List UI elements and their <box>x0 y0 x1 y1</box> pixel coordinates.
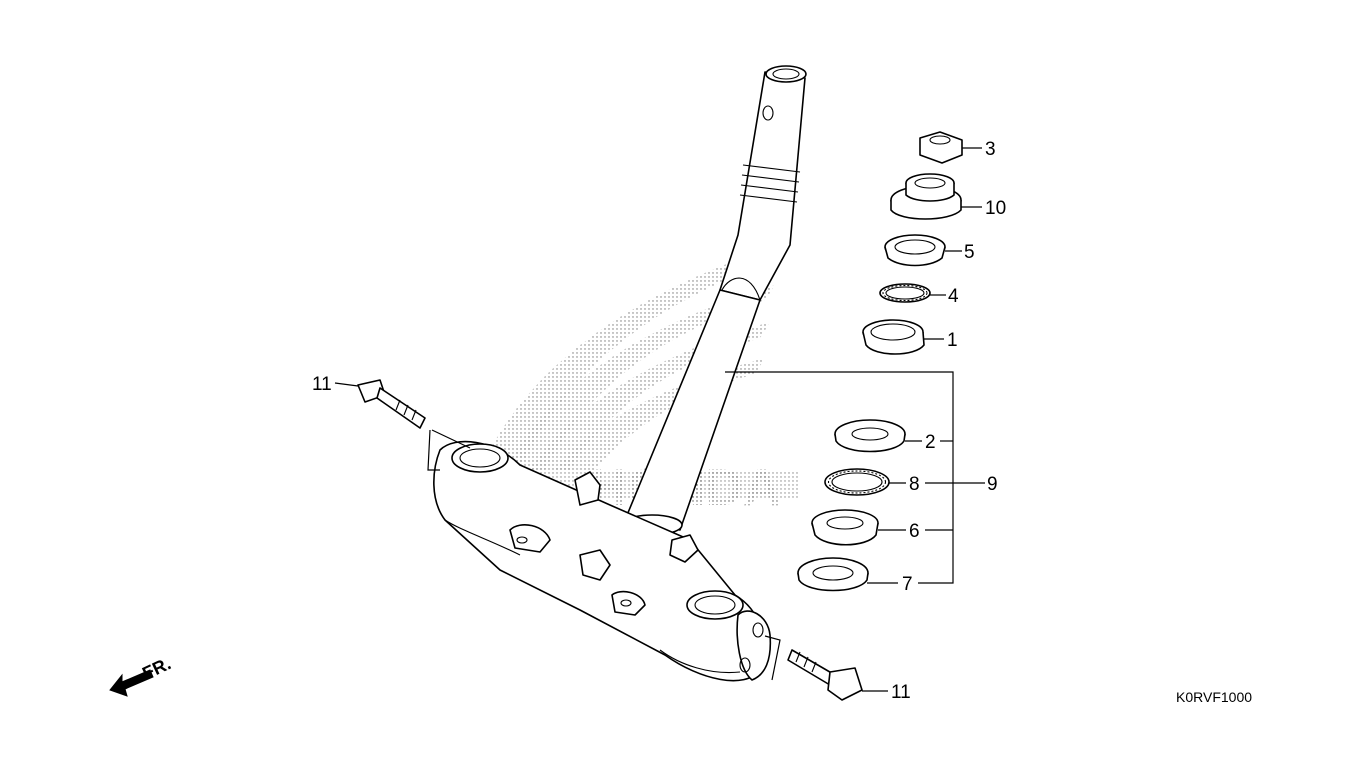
bearing-4 <box>879 283 931 303</box>
callout-6: 6 <box>909 521 920 542</box>
bearing-8 <box>824 468 890 496</box>
callout-1: 1 <box>947 330 958 351</box>
adjusting-nut <box>890 173 962 220</box>
callout-4: 4 <box>948 286 959 307</box>
bolt-lower-right <box>787 649 863 701</box>
callout-8: 8 <box>909 474 920 495</box>
callout-3: 3 <box>985 139 996 160</box>
race-6 <box>811 509 879 546</box>
callout-5: 5 <box>964 242 975 263</box>
lock-nut <box>919 131 963 164</box>
callout-11-upper: 11 <box>312 374 332 395</box>
callout-10: 10 <box>985 198 1006 219</box>
dust-seal-7 <box>797 557 869 592</box>
callout-7: 7 <box>902 574 913 595</box>
diagram-code: K0RVF1000 <box>1176 689 1252 705</box>
callout-9: 9 <box>987 474 998 495</box>
bolt-upper-left <box>357 379 426 429</box>
race-1 <box>862 319 925 355</box>
race-2 <box>834 419 906 453</box>
callout-11-lower: 11 <box>891 682 911 703</box>
leader-lines <box>334 147 985 692</box>
lower-bracket <box>433 440 772 682</box>
callout-2: 2 <box>925 432 936 453</box>
front-direction-arrow-icon <box>109 669 154 697</box>
race-5 <box>884 234 946 267</box>
